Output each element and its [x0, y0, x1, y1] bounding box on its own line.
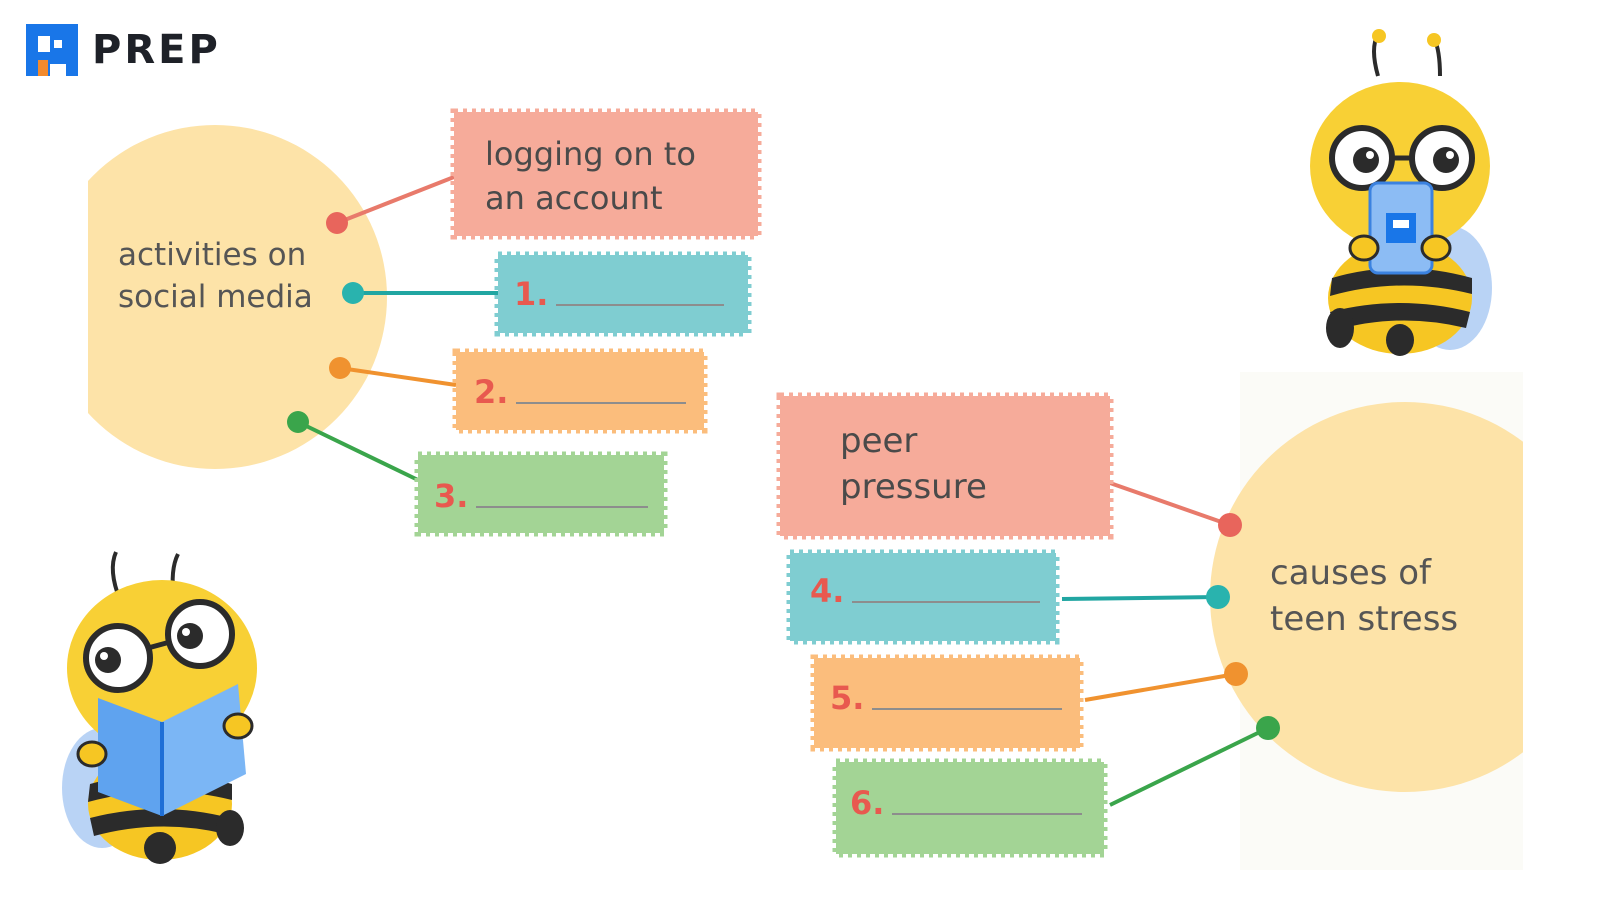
answer-box-5 [810, 654, 1084, 752]
blank-line[interactable] [852, 601, 1041, 603]
given-answer-text: peer pressure [840, 418, 987, 510]
blank-line[interactable] [872, 708, 1063, 710]
blank-answer-5[interactable]: 5. [830, 679, 1063, 717]
answer-box-2 [452, 348, 708, 434]
blank-answer-1[interactable]: 1. [514, 275, 725, 313]
connector-dot [342, 282, 364, 304]
given-answer-line: an account [485, 179, 663, 217]
connector-dot [1224, 662, 1248, 686]
connector-dot [326, 212, 348, 234]
prep-logo-icon [26, 24, 78, 76]
hub-label-teen-stress: causes of teen stress [1270, 550, 1458, 642]
blank-number: 2. [474, 373, 509, 411]
connector-dot [1206, 585, 1230, 609]
blank-number: 5. [830, 679, 865, 717]
blank-line[interactable] [516, 402, 687, 404]
given-answer-line: logging on to [485, 135, 696, 173]
hub-circle-social-media [88, 125, 387, 469]
answer-box-given [450, 108, 762, 240]
connector-dot [1218, 513, 1242, 537]
blank-answer-4[interactable]: 4. [810, 572, 1041, 610]
answer-box-given [776, 392, 1114, 540]
given-answer-text: logging on to an account [485, 132, 696, 220]
connector-dot [1256, 716, 1280, 740]
connector-line [1109, 726, 1269, 807]
connector-line [1109, 481, 1231, 527]
answer-box-1 [494, 251, 752, 337]
bee-mascot-phone [1310, 29, 1492, 356]
prep-logo: PREP [22, 20, 221, 80]
blank-answer-3[interactable]: 3. [434, 477, 649, 515]
hub-label-social-media: activities on social media [118, 234, 313, 318]
bee-mascot-reading [62, 551, 257, 864]
given-answer-line: pressure [840, 467, 987, 507]
book-icon [98, 698, 162, 816]
blank-number: 6. [850, 784, 885, 822]
blank-number: 4. [810, 572, 845, 610]
bee-head [1310, 82, 1490, 250]
connector-dot [329, 357, 351, 379]
answer-box-6 [832, 758, 1108, 858]
hub-label-line: causes of [1270, 553, 1432, 593]
connector-line [339, 366, 457, 387]
hub-label-line: teen stress [1270, 599, 1459, 639]
given-answer-line: peer [840, 421, 918, 461]
brand-name: PREP [92, 27, 221, 73]
answer-box-3 [414, 451, 668, 537]
hub-label-line: social media [118, 279, 313, 315]
blank-line[interactable] [476, 506, 649, 508]
connector-line [1084, 672, 1237, 702]
connector-dot [287, 411, 309, 433]
blank-number: 3. [434, 477, 469, 515]
blank-number: 1. [514, 275, 549, 313]
hub-circle-teen-stress [1210, 402, 1523, 792]
blank-line[interactable] [892, 813, 1083, 815]
hub-label-line: activities on [118, 237, 307, 273]
connector-line [1061, 595, 1219, 601]
connector-line [336, 175, 455, 225]
answer-box-4 [786, 549, 1060, 645]
connector-line [297, 420, 419, 482]
blank-line[interactable] [556, 304, 725, 306]
blank-answer-2[interactable]: 2. [474, 373, 687, 411]
blank-answer-6[interactable]: 6. [850, 784, 1083, 822]
